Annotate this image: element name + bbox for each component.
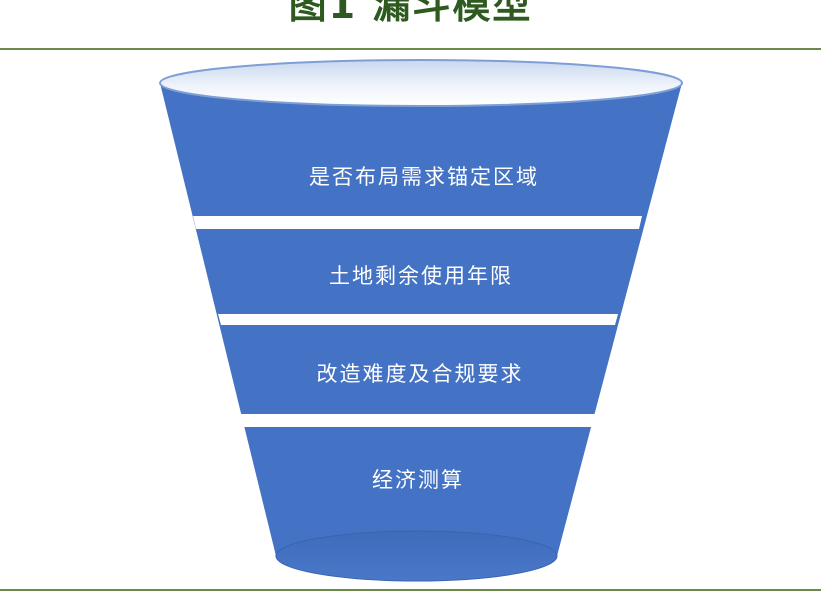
- diagram-title: 图1 漏斗模型: [288, 0, 533, 27]
- stage-divider: [193, 216, 642, 229]
- top-rule: [0, 48, 821, 50]
- stage-label: 是否布局需求锚定区域: [309, 165, 539, 189]
- stage-label: 经济测算: [372, 468, 464, 492]
- stage-divider: [240, 414, 596, 427]
- bottom-rule: [0, 589, 821, 591]
- funnel-rim: [159, 59, 683, 107]
- stage-divider: [218, 314, 618, 325]
- stage-label: 土地剩余使用年限: [329, 264, 513, 288]
- funnel-bottom: [275, 530, 558, 582]
- stage-label: 改造难度及合规要求: [317, 362, 524, 386]
